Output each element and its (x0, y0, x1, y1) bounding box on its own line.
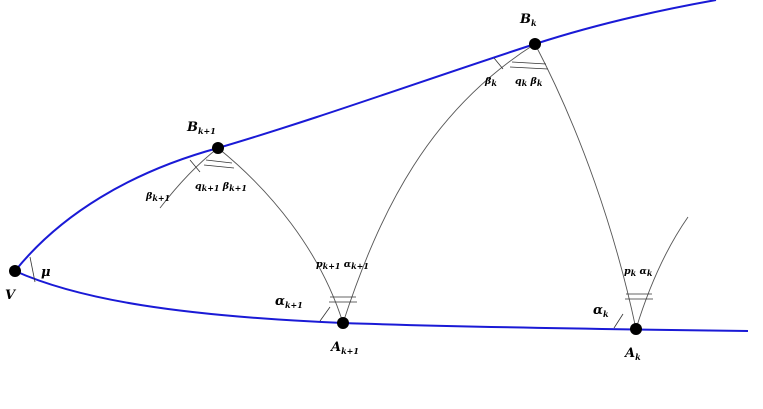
arc-bk-ak (534, 43, 637, 330)
label-qk1-betak1: qk+1 βk+1 (195, 181, 247, 193)
label-mu: μ (41, 265, 51, 280)
angle-mark-bk1-b (203, 164, 235, 169)
angle-mark-bk1-a (205, 159, 233, 164)
label-alpha-k1: αk+1 (275, 294, 303, 310)
label-pk-alphak: pk αk (624, 266, 653, 278)
upper-boundary-curve (14, 0, 717, 272)
label-qk-betak: qk βk (515, 76, 543, 88)
angle-mark-mu (29, 256, 36, 283)
point-bk1 (212, 142, 224, 154)
angle-mark-ak-left (613, 313, 624, 329)
label-ak: Ak (623, 346, 641, 362)
arc-ak1-bk (342, 43, 536, 324)
angle-mark-bk1-left (189, 159, 201, 173)
label-beta-k1: βk+1 (145, 191, 170, 203)
label-pk1-alphak1: pk+1 αk+1 (316, 259, 369, 271)
point-bk (529, 38, 541, 50)
label-alpha-k: αk (593, 303, 609, 319)
label-v: V (5, 288, 17, 303)
point-ak1 (337, 317, 349, 329)
angle-mark-bk-b (509, 66, 549, 70)
point-ak (630, 323, 642, 335)
label-bk1: Bk+1 (186, 120, 216, 136)
label-beta-k: βk (484, 76, 497, 88)
arc-ak-right (635, 216, 689, 330)
angle-mark-bk-left (493, 57, 504, 70)
angle-mark-bk-a (511, 61, 547, 65)
label-bk: Bk (519, 12, 537, 28)
label-ak1: Ak+1 (329, 340, 359, 356)
angle-mark-ak1-left (319, 306, 331, 322)
arc-bk1-left (159, 147, 219, 209)
point-v (9, 265, 21, 277)
